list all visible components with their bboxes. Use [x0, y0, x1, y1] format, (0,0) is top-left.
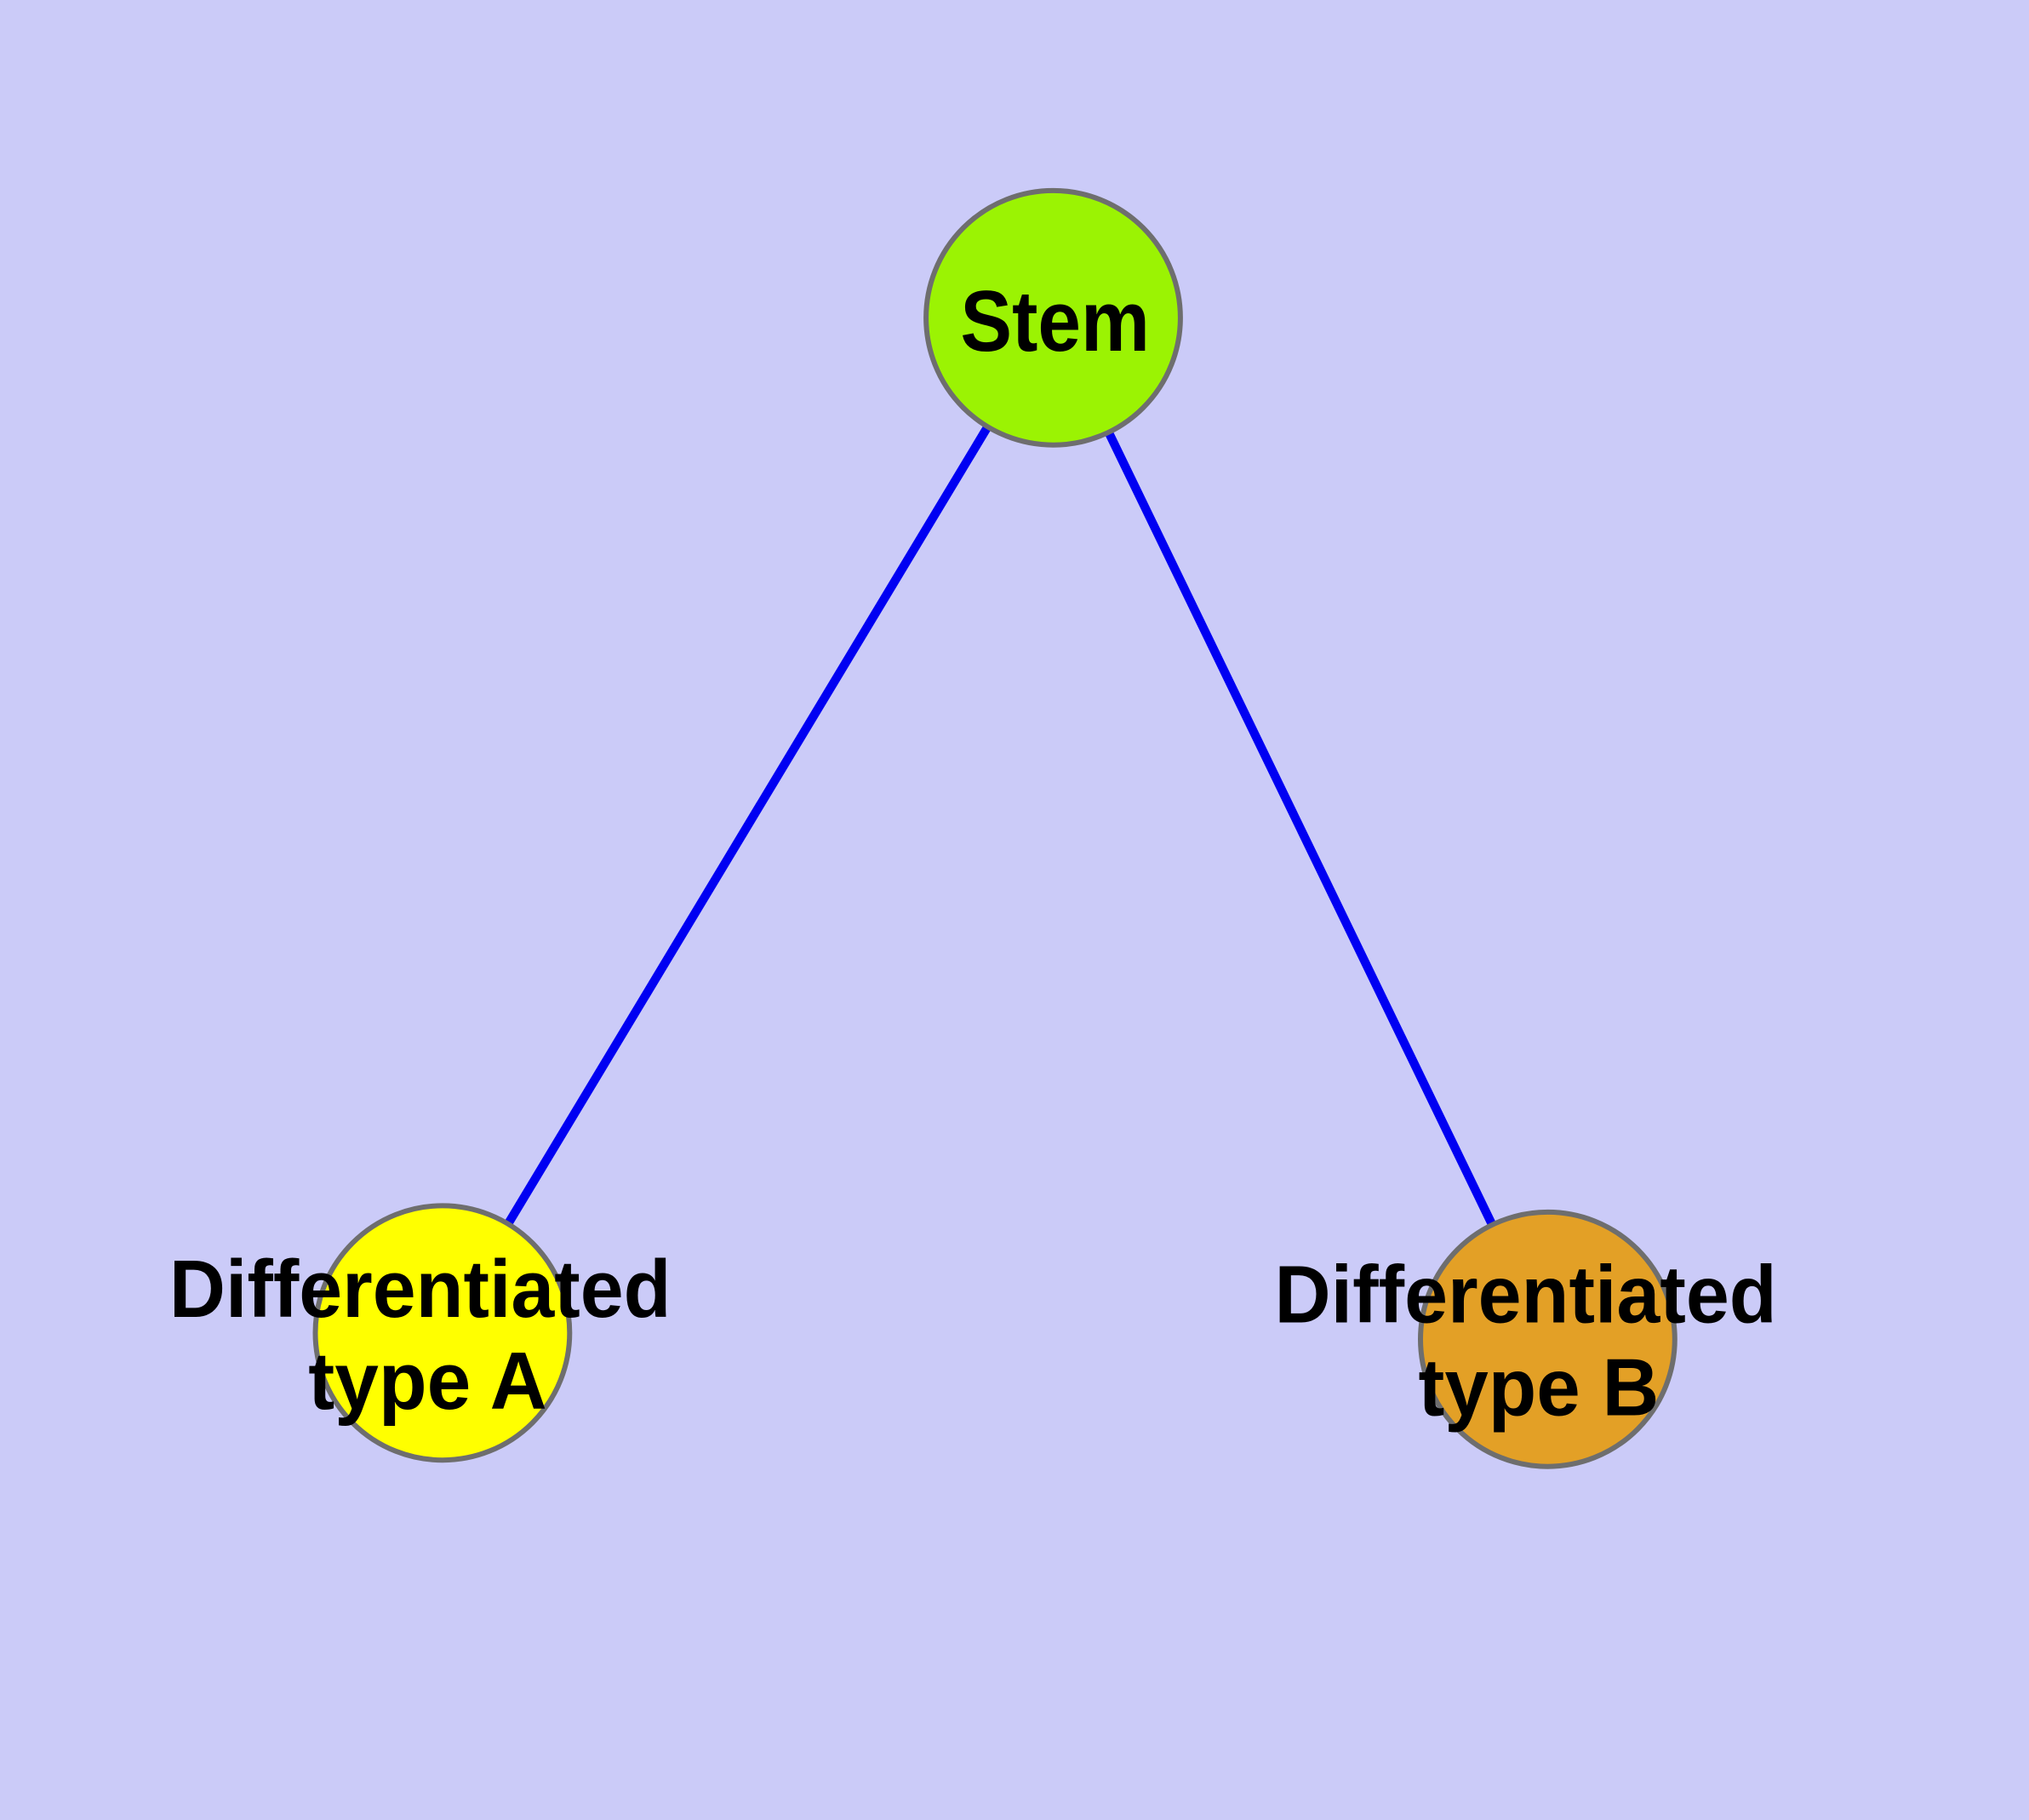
svg-text:Differentiated: Differentiated: [1275, 1249, 1777, 1340]
svg-text:Differentiated: Differentiated: [169, 1243, 672, 1334]
svg-text:type B: type B: [1419, 1342, 1660, 1432]
svg-text:Stem: Stem: [960, 274, 1150, 369]
svg-text:type A: type A: [308, 1336, 546, 1426]
